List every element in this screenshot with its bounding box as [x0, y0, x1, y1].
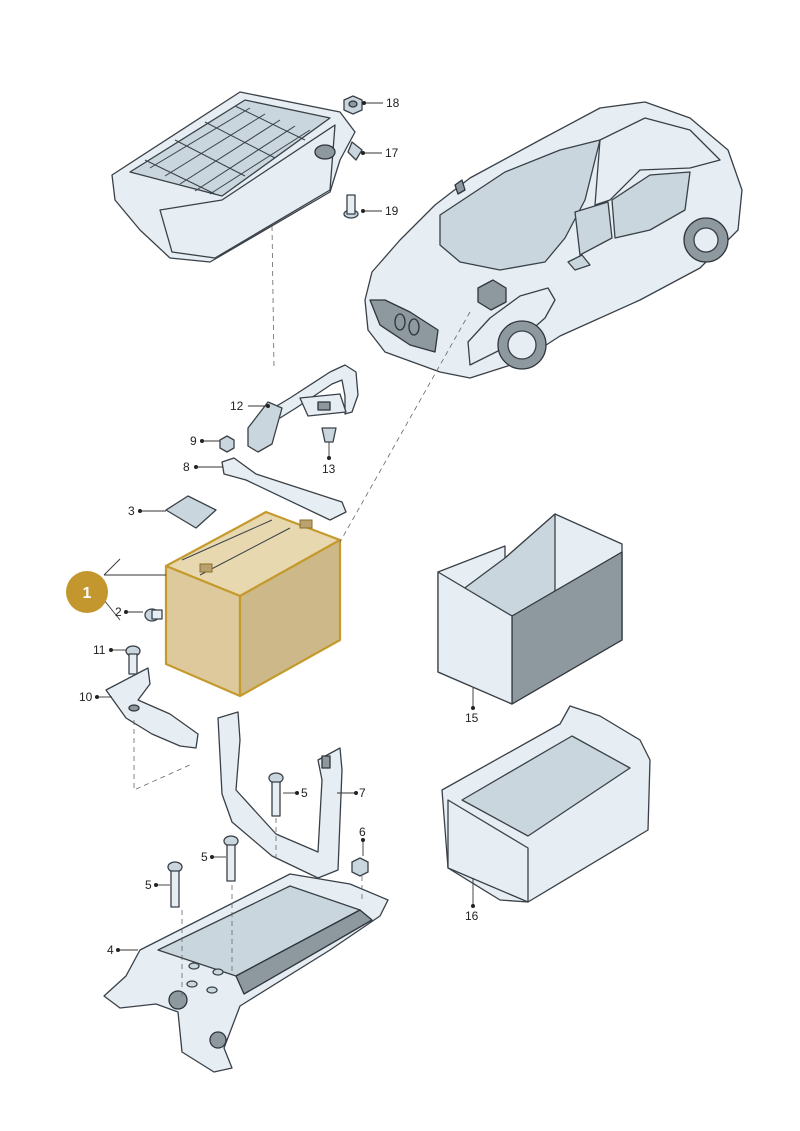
insulation-box-15: [437, 513, 623, 705]
label-2: 2: [115, 605, 122, 619]
label-4: 4: [107, 943, 114, 957]
holder-7: [217, 711, 343, 879]
nut-18: [343, 95, 363, 115]
label-1: 1: [83, 585, 92, 602]
battery[interactable]: [164, 510, 342, 698]
assembly-lines: [133, 225, 471, 1000]
label-19: 19: [385, 204, 399, 218]
label-3: 3: [128, 504, 135, 518]
callout-labels: 18 17 19 12 9 8 13 3 2 11 10 5 7 6 5 5 4…: [79, 96, 479, 957]
vehicle-illustration: [364, 101, 743, 379]
label-5-a: 5: [301, 786, 308, 800]
label-5-c: 5: [145, 878, 152, 892]
screw-2: [144, 608, 163, 622]
heat-shield-16: [441, 705, 651, 903]
label-16: 16: [465, 909, 479, 923]
label-5-b: 5: [201, 850, 208, 864]
bolt-11: [125, 645, 141, 675]
label-9: 9: [190, 434, 197, 448]
label-13: 13: [322, 462, 336, 476]
label-8: 8: [183, 460, 190, 474]
bolt-5-c: [167, 861, 183, 908]
label-10: 10: [79, 690, 93, 704]
bracket-10: [105, 667, 199, 749]
cap-13: [321, 427, 337, 443]
callout-badge-1[interactable]: 1: [66, 571, 108, 613]
label-11: 11: [93, 643, 106, 657]
label-18: 18: [386, 96, 400, 110]
nut-6: [351, 857, 369, 877]
battery-cover: [111, 91, 356, 263]
nut-9: [219, 435, 235, 453]
label-7: 7: [359, 786, 366, 800]
clip-17: [347, 141, 363, 161]
leader-lines: [95, 101, 475, 952]
label-6: 6: [359, 825, 366, 839]
label-17: 17: [385, 146, 399, 160]
pad-3: [165, 495, 217, 529]
cable-12: [247, 364, 359, 453]
bolt-5-a: [268, 772, 284, 817]
bolt-19: [343, 194, 359, 219]
label-15: 15: [465, 711, 479, 725]
bolt-5-b: [223, 835, 239, 882]
label-12: 12: [230, 399, 244, 413]
battery-tray-4: [103, 873, 389, 1073]
strap-8: [221, 457, 347, 521]
